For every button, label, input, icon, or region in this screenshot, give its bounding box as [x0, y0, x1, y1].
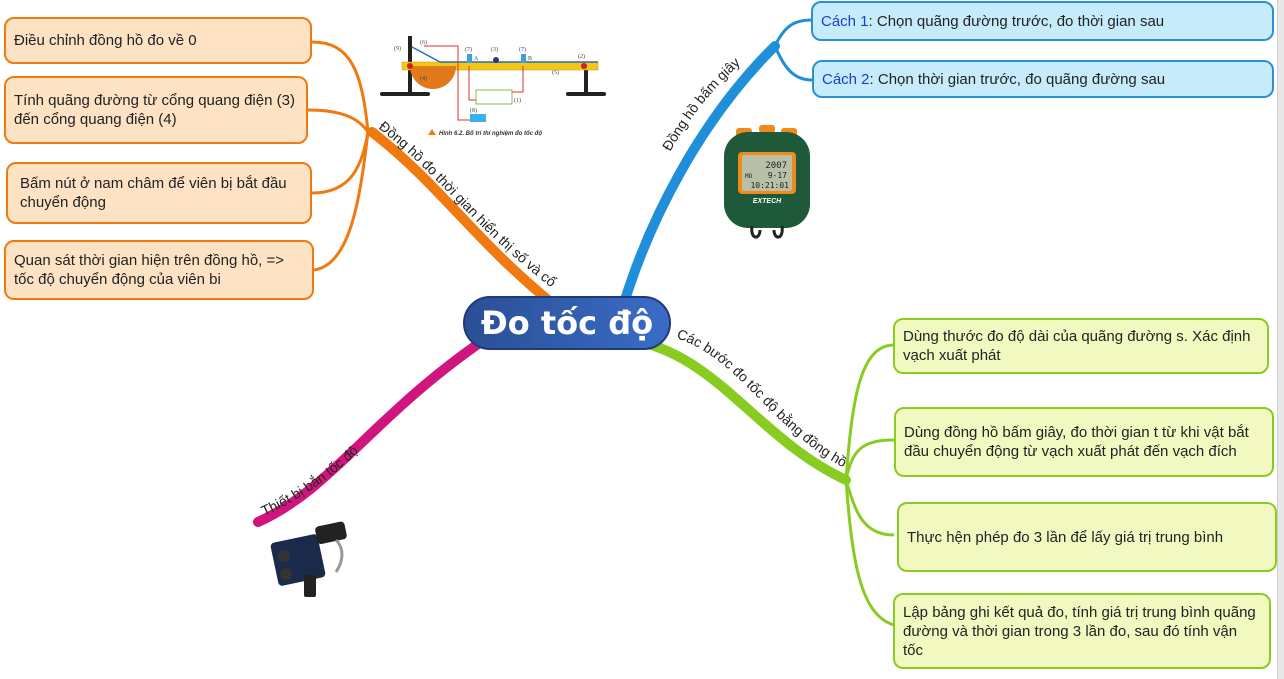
svg-text:10:21:01: 10:21:01 — [750, 181, 789, 190]
orange-node-text: Tính quãng đường từ cổng quang điện (3) … — [14, 92, 295, 128]
method-text: : Chọn quãng đường trước, đo thời gian s… — [868, 12, 1165, 30]
speed-gun-image — [270, 521, 347, 597]
svg-text:MO: MO — [745, 173, 753, 180]
svg-text:(7): (7) — [519, 46, 526, 53]
green-node-text: Lập bảng ghi kết quả đo, tính giá trị tr… — [903, 603, 1256, 659]
green-node-4[interactable]: Lập bảng ghi kết quả đo, tính giá trị tr… — [893, 593, 1271, 669]
orange-node-1[interactable]: Điều chỉnh đồng hồ đo về 0 — [4, 17, 312, 64]
svg-text:(9): (9) — [394, 45, 401, 52]
connector-green-1 — [844, 343, 895, 481]
connector-blue-2 — [773, 45, 813, 82]
connector-green-2 — [844, 438, 895, 481]
green-node-text: Thực hện phép đo 3 lần để lấy giá trị tr… — [907, 528, 1224, 546]
svg-text:(1): (1) — [514, 97, 521, 104]
method-prefix: Cách 2 — [822, 70, 870, 88]
vertical-scrollbar[interactable] — [1277, 0, 1284, 679]
branch-line-green — [635, 337, 851, 485]
connector-green-3 — [844, 479, 895, 537]
green-node-1[interactable]: Dùng thước đo độ dài của quãng đường s. … — [893, 318, 1269, 374]
svg-text:A: A — [474, 56, 479, 62]
branch-line-blue — [620, 41, 780, 305]
orange-node-3[interactable]: Bấm nút ở nam châm để viên bị bắt đầu ch… — [6, 162, 312, 224]
svg-text:(6): (6) — [420, 39, 427, 46]
svg-text:(4): (4) — [420, 75, 427, 82]
experiment-figure: (9) (6) (7) A (3) (7) B (2) (4) (5) (1) … — [380, 36, 606, 137]
connector-blue-1 — [773, 18, 813, 47]
stopwatch-image: 2007 9-17 MO 10:21:01 EXTECH — [724, 125, 810, 239]
svg-text:EXTECH: EXTECH — [753, 198, 782, 205]
svg-text:2007: 2007 — [765, 161, 787, 171]
blue-node-1[interactable]: Cách 1: Chọn quãng đường trước, đo thời … — [811, 1, 1274, 41]
svg-text:9-17: 9-17 — [768, 171, 787, 180]
svg-text:(3): (3) — [491, 46, 498, 53]
svg-text:B: B — [528, 56, 532, 62]
green-node-3[interactable]: Thực hện phép đo 3 lần để lấy giá trị tr… — [897, 502, 1277, 572]
svg-text:(8): (8) — [470, 107, 477, 114]
svg-text:(2): (2) — [578, 53, 585, 60]
connector-orange-4 — [313, 131, 370, 272]
orange-node-text: Điều chỉnh đồng hồ đo về 0 — [14, 32, 197, 49]
green-node-2[interactable]: Dùng đồng hồ bấm giây, đo thời gian t từ… — [894, 407, 1274, 477]
connector-green-4 — [844, 479, 895, 627]
connector-orange-1 — [311, 40, 370, 133]
orange-node-text: Bấm nút ở nam châm để viên bị bắt đầu ch… — [20, 175, 287, 211]
central-topic-label: Đo tốc độ — [480, 304, 654, 342]
orange-node-text: Quan sát thời gian hiện trên đồng hồ, =>… — [14, 252, 285, 288]
central-topic[interactable]: Đo tốc độ — [463, 296, 671, 350]
figure-caption: Hình 6.2. Bố trí thí nghiệm đo tốc độ — [439, 130, 542, 137]
connector-orange-2 — [307, 108, 370, 133]
branch-line-magenta — [253, 339, 483, 527]
method-prefix: Cách 1 — [821, 12, 869, 30]
green-node-text: Dùng đồng hồ bấm giây, đo thời gian t từ… — [904, 424, 1249, 460]
branch-label-magenta: Thiết bị bắn tốc độ — [259, 442, 362, 519]
orange-node-4[interactable]: Quan sát thời gian hiện trên đồng hồ, =>… — [4, 240, 314, 300]
orange-node-2[interactable]: Tính quãng đường từ cổng quang điện (3) … — [4, 76, 308, 144]
blue-node-2[interactable]: Cách 2: Chọn thời gian trước, đo quãng đ… — [812, 60, 1274, 98]
method-text: : Chọn thời gian trước, đo quãng đường s… — [869, 70, 1166, 88]
svg-text:(7): (7) — [465, 46, 472, 53]
green-node-text: Dùng thước đo độ dài của quãng đường s. … — [903, 328, 1251, 364]
svg-text:(5): (5) — [552, 69, 559, 76]
